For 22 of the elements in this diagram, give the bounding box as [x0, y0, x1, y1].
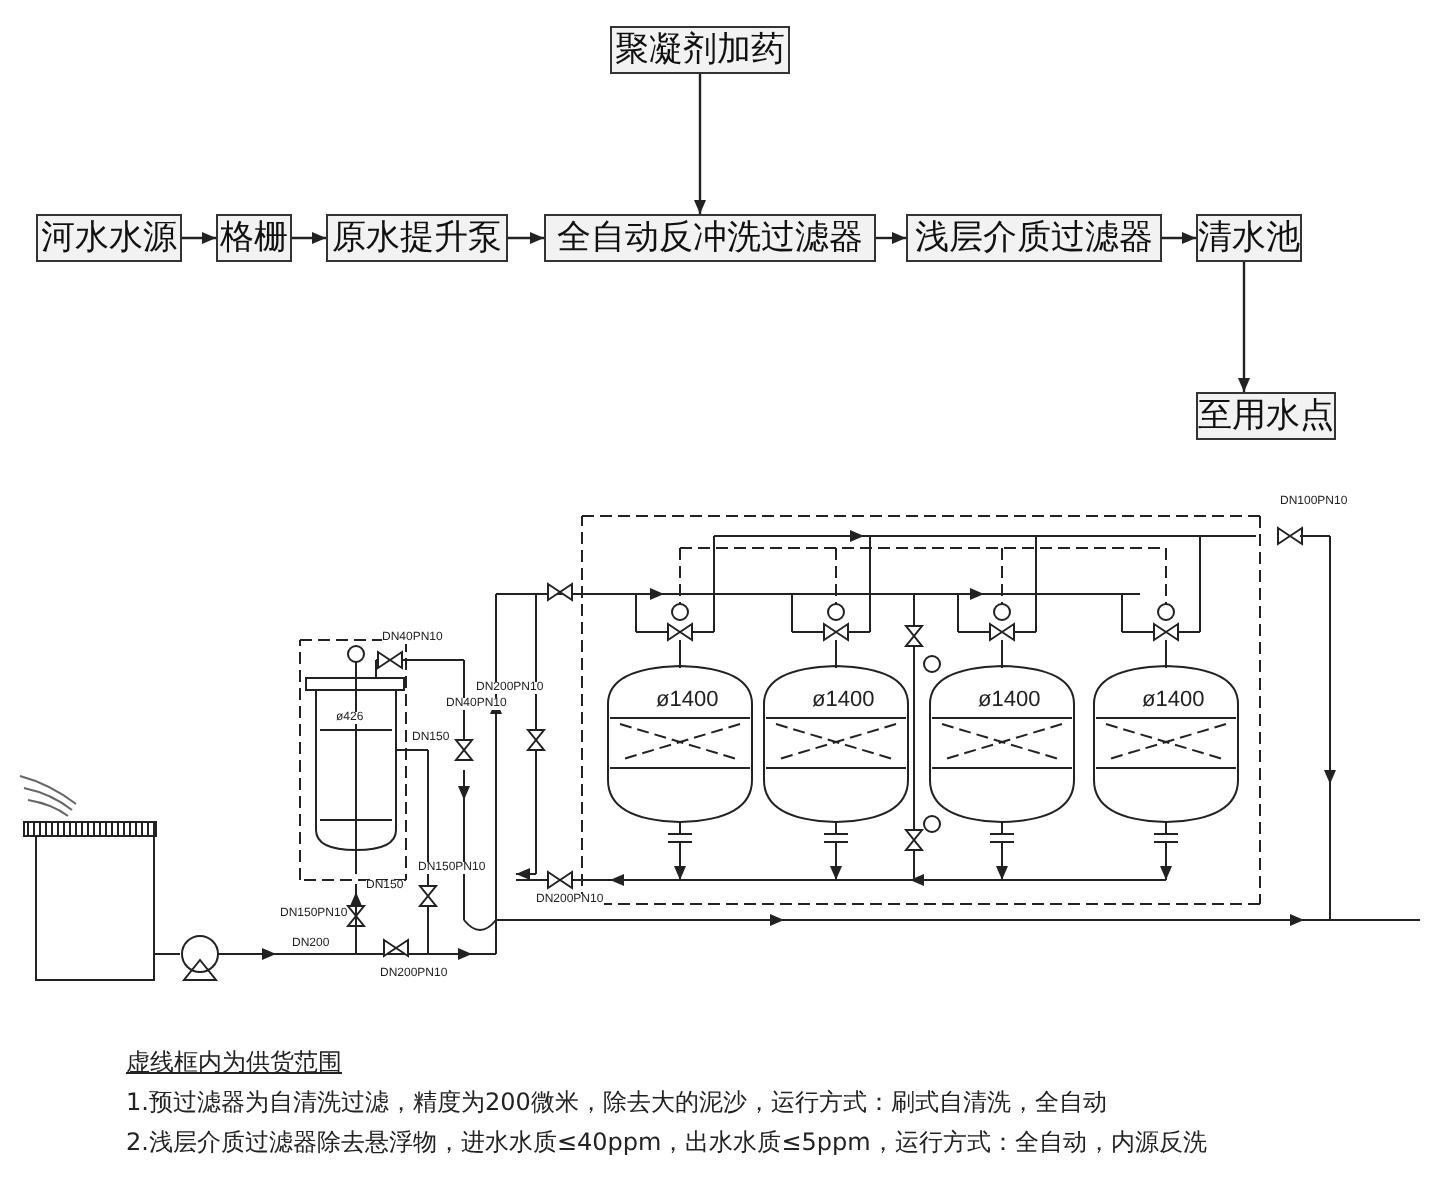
arrow: [694, 74, 706, 214]
note-heading: 虚线框内为供货范围: [126, 1046, 342, 1080]
process-box: 至用水点: [1196, 392, 1336, 440]
arrow: [508, 232, 544, 244]
arrow: [292, 232, 326, 244]
diameter-label: ø1400: [656, 688, 719, 712]
process-box: 聚凝剂加药: [610, 26, 790, 74]
process-box: 河水水源: [36, 214, 182, 262]
note-text: 2.浅层介质过滤器除去悬浮物，进水水质≤40ppm，出水水质≤5ppm，运行方式：全自动，内源反洗: [126, 1126, 1207, 1160]
process-box: 清水池: [1196, 214, 1302, 262]
note-text: 1.预过滤器为自清洗过滤，精度为200微米，除去大的泥沙，运行方式：刷式自清洗，全自动: [126, 1086, 1107, 1120]
process-box: 浅层介质过滤器: [906, 214, 1162, 262]
arrow: [876, 232, 906, 244]
arrow: [1238, 262, 1250, 392]
arrow: [182, 232, 216, 244]
arrow: [1162, 232, 1196, 244]
diameter-label: ø1400: [812, 688, 875, 712]
process-box: 原水提升泵: [326, 214, 508, 262]
process-box: 全自动反冲洗过滤器: [544, 214, 876, 262]
diameter-label: ø1400: [1142, 688, 1205, 712]
diameter-label: ø1400: [978, 688, 1041, 712]
process-box: 格栅: [216, 214, 292, 262]
